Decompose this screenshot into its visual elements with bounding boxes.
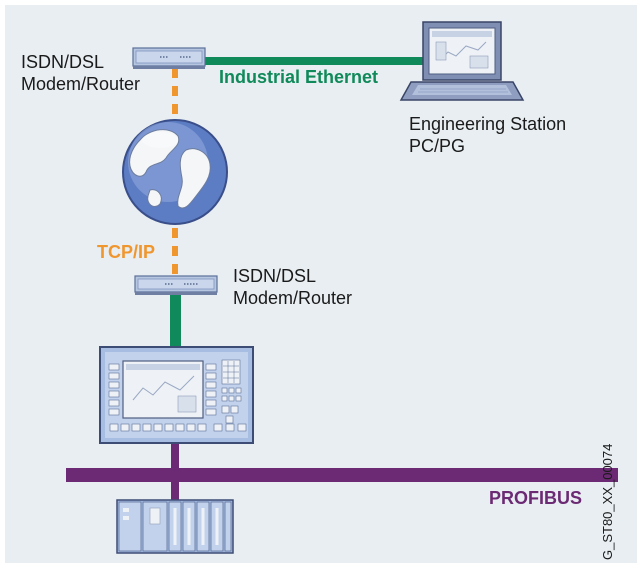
- modem-bottom-label-line1: ISDN/DSL: [233, 266, 317, 286]
- profibus-label: PROFIBUS: [489, 488, 583, 508]
- plc-controller-icon: [116, 499, 234, 554]
- modem-top-label-line1: ISDN/DSL: [21, 52, 105, 72]
- profibus-bus-line: [66, 468, 618, 482]
- ethernet-link-panel: [170, 292, 181, 347]
- internet-globe-icon: [122, 119, 228, 225]
- engineering-station-label-line2: PC/PG: [409, 136, 466, 156]
- operator-panel-icon: [99, 346, 254, 444]
- modem-router-top: [132, 47, 206, 69]
- industrial-ethernet-line: [205, 57, 423, 65]
- document-id-label: G_ST80_XX_00074: [600, 443, 615, 560]
- modem-bottom-label-line2: Modem/Router: [233, 288, 353, 308]
- profibus-drop-plc: [171, 480, 179, 500]
- profibus-drop-panel: [171, 440, 179, 470]
- tcpip-label: TCP/IP: [97, 242, 156, 262]
- industrial-ethernet-label: Industrial Ethernet: [219, 67, 379, 87]
- modem-router-bottom: [134, 275, 218, 295]
- engineering-station-label-line1: Engineering Station: [409, 114, 567, 134]
- modem-top-label-line2: Modem/Router: [21, 74, 141, 94]
- engineering-laptop-icon: [399, 21, 525, 101]
